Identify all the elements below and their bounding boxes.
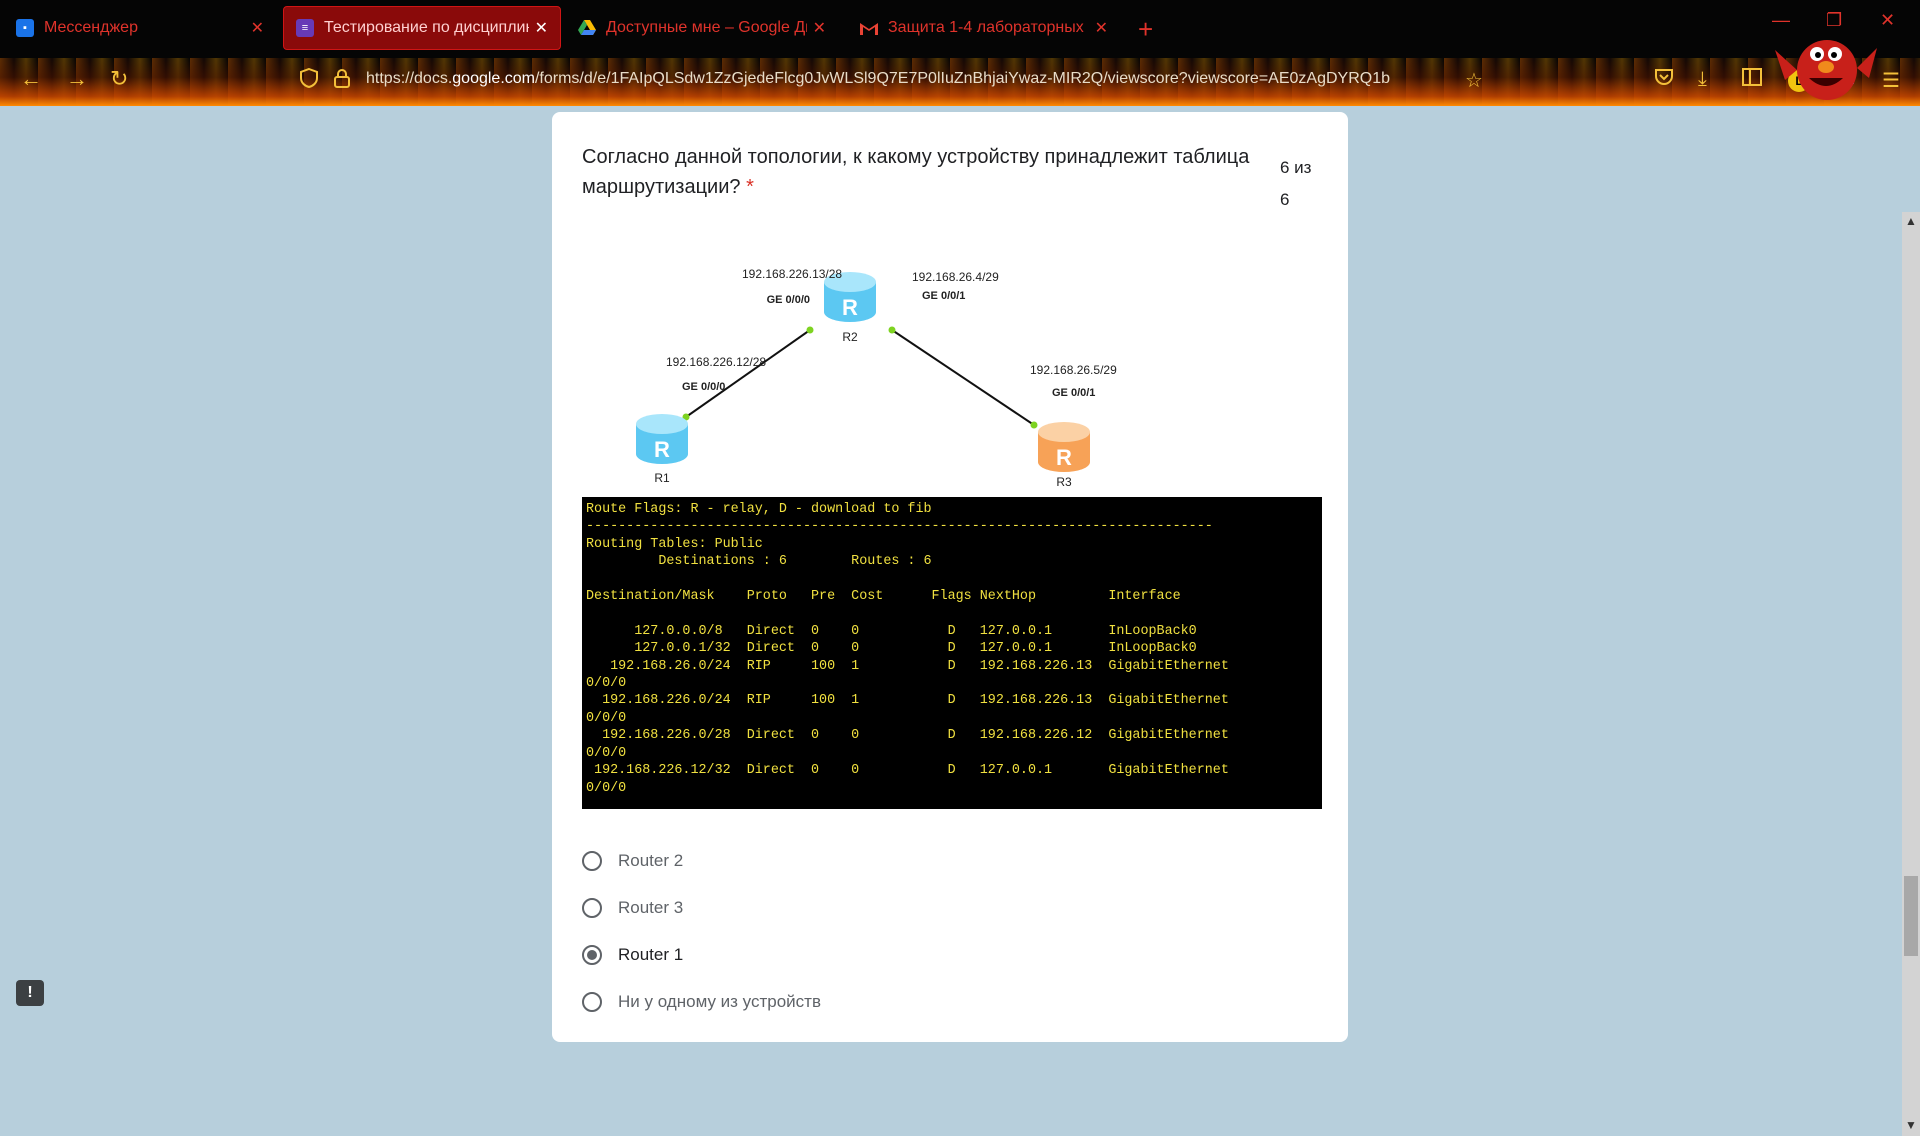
radio-button[interactable] [582, 991, 602, 1012]
tab-title: Защита 1-4 лабораторных по [888, 19, 1089, 36]
r1-ip: 192.168.226.12/28 [666, 355, 766, 369]
option-label: Router 3 [618, 897, 684, 917]
close-icon[interactable]: ✕ [250, 20, 264, 37]
question-score: 6 из 6 [1280, 152, 1320, 216]
option-router-2[interactable]: Router 2 [582, 837, 1282, 884]
port-r2-ge000 [806, 326, 814, 334]
lock-icon[interactable] [334, 68, 350, 94]
minimize-icon[interactable]: — [1772, 10, 1790, 30]
port-r2-ge001 [888, 326, 896, 334]
r1-if: GE 0/0/0 [682, 381, 725, 393]
address-bar[interactable]: https://docs.google.com/forms/d/e/1FAIpQ… [366, 70, 1446, 88]
r3-ip: 192.168.26.5/29 [1030, 363, 1117, 377]
router-letter: R [654, 437, 670, 462]
r2-if-left: GE 0/0/0 [767, 294, 810, 306]
new-tab-button[interactable]: + [1138, 14, 1154, 44]
pocket-icon[interactable] [1654, 68, 1674, 92]
tab-title: Тестирование по дисциплине [324, 19, 529, 36]
download-icon[interactable]: ⤓ [1698, 68, 1707, 90]
port-r3-ge001 [1030, 421, 1038, 429]
browser-chrome: ▪ Мессенджер ✕ ≡ Тестирование по дисципл… [0, 0, 1920, 106]
answer-options: Router 2 Router 3 Router 1 Ни у одному и… [582, 837, 1282, 1025]
google-drive-icon [578, 19, 596, 37]
r3-label: R3 [1056, 475, 1072, 489]
radio-button[interactable] [582, 897, 602, 918]
option-router-1[interactable]: Router 1 [582, 931, 1282, 978]
restore-icon[interactable]: ❐ [1826, 10, 1843, 30]
elmo-theme-icon [1775, 40, 1877, 100]
port-r1-ge000 [682, 413, 690, 421]
scroll-up-icon[interactable]: ▲ [1905, 214, 1917, 228]
close-window-icon[interactable]: ✕ [1880, 10, 1896, 30]
back-icon[interactable]: ← [20, 66, 42, 91]
close-icon[interactable]: ✕ [534, 20, 548, 37]
question-card: Согласно данной топологии, к какому устр… [552, 112, 1348, 1042]
tab-testing[interactable]: ≡ Тестирование по дисциплине ✕ [283, 6, 561, 50]
forms-icon: ≡ [296, 19, 314, 37]
question-text: Согласно данной топологии, к какому устр… [582, 146, 1250, 198]
link-r1-r2 [685, 329, 811, 418]
routing-table-text: Route Flags: R - relay, D - download to … [586, 502, 1229, 796]
option-none[interactable]: Ни у одному из устройств [582, 978, 1282, 1025]
scroll-down-icon[interactable]: ▼ [1905, 1118, 1917, 1132]
scrollbar[interactable]: ▲ ▼ [1902, 212, 1920, 1136]
r2-ip-left: 192.168.226.13/28 [742, 267, 842, 281]
r3-if: GE 0/0/1 [1052, 387, 1095, 399]
r1-label: R1 [654, 471, 670, 485]
link-r2-r3 [891, 329, 1035, 426]
close-icon[interactable]: ✕ [812, 20, 826, 37]
radio-button-checked[interactable] [582, 944, 602, 965]
tab-google-drive[interactable]: Доступные мне – Google Диск ✕ [566, 6, 838, 50]
url-domain: google.com [452, 70, 535, 87]
routing-table-screenshot: Route Flags: R - relay, D - download to … [582, 497, 1322, 809]
router-r1-icon: R [636, 414, 688, 464]
tab-title: Мессенджер [44, 19, 138, 36]
gmail-icon [860, 19, 878, 37]
tab-title: Доступные мне – Google Диск [606, 19, 807, 36]
form-page: Согласно данной топологии, к какому устр… [0, 106, 1920, 1136]
option-router-3[interactable]: Router 3 [582, 884, 1282, 931]
router-letter: R [1056, 445, 1072, 470]
router-r3-icon: R [1038, 422, 1090, 472]
tab-messenger[interactable]: ▪ Мессенджер ✕ [4, 6, 276, 50]
score-line-2: 6 [1280, 190, 1290, 209]
topology-diagram: R R R 192.168.226.13/28 GE 0/0/0 192.168… [636, 267, 1117, 489]
r2-ip-right: 192.168.26.4/29 [912, 270, 999, 284]
reload-icon[interactable]: ↻ [110, 66, 129, 91]
tab-strip: ▪ Мессенджер ✕ ≡ Тестирование по дисципл… [0, 6, 1920, 52]
radio-button[interactable] [582, 850, 602, 871]
messenger-icon: ▪ [16, 19, 34, 37]
feedback-icon[interactable]: ! [16, 980, 44, 1006]
question-title: Согласно данной топологии, к какому устр… [582, 142, 1282, 202]
option-label: Ни у одному из устройств [618, 991, 821, 1011]
menu-icon[interactable]: ☰ [1882, 70, 1900, 92]
reader-view-icon[interactable] [1742, 68, 1762, 92]
close-icon[interactable]: ✕ [1094, 20, 1108, 37]
option-label: Router 1 [618, 944, 684, 964]
r2-label: R2 [842, 330, 858, 344]
url-prefix: https://docs. [366, 70, 453, 87]
required-mark: * [746, 176, 754, 198]
url-path: /forms/d/e/1FAIpQLSdw1ZzGjedeFlcg0JvWLSl… [534, 70, 1390, 87]
fire-theme-background [0, 58, 1920, 106]
forward-icon[interactable]: → [66, 66, 88, 91]
r2-if-right: GE 0/0/1 [922, 290, 965, 302]
router-r2-icon: R [824, 272, 876, 322]
scroll-thumb[interactable] [1904, 876, 1918, 956]
shield-icon[interactable] [300, 67, 318, 94]
tab-gmail[interactable]: Защита 1-4 лабораторных по ✕ [848, 6, 1120, 50]
option-label: Router 2 [618, 850, 684, 870]
star-icon[interactable]: ☆ [1465, 70, 1483, 92]
score-line-1: 6 из [1280, 158, 1312, 177]
router-letter: R [842, 295, 858, 320]
